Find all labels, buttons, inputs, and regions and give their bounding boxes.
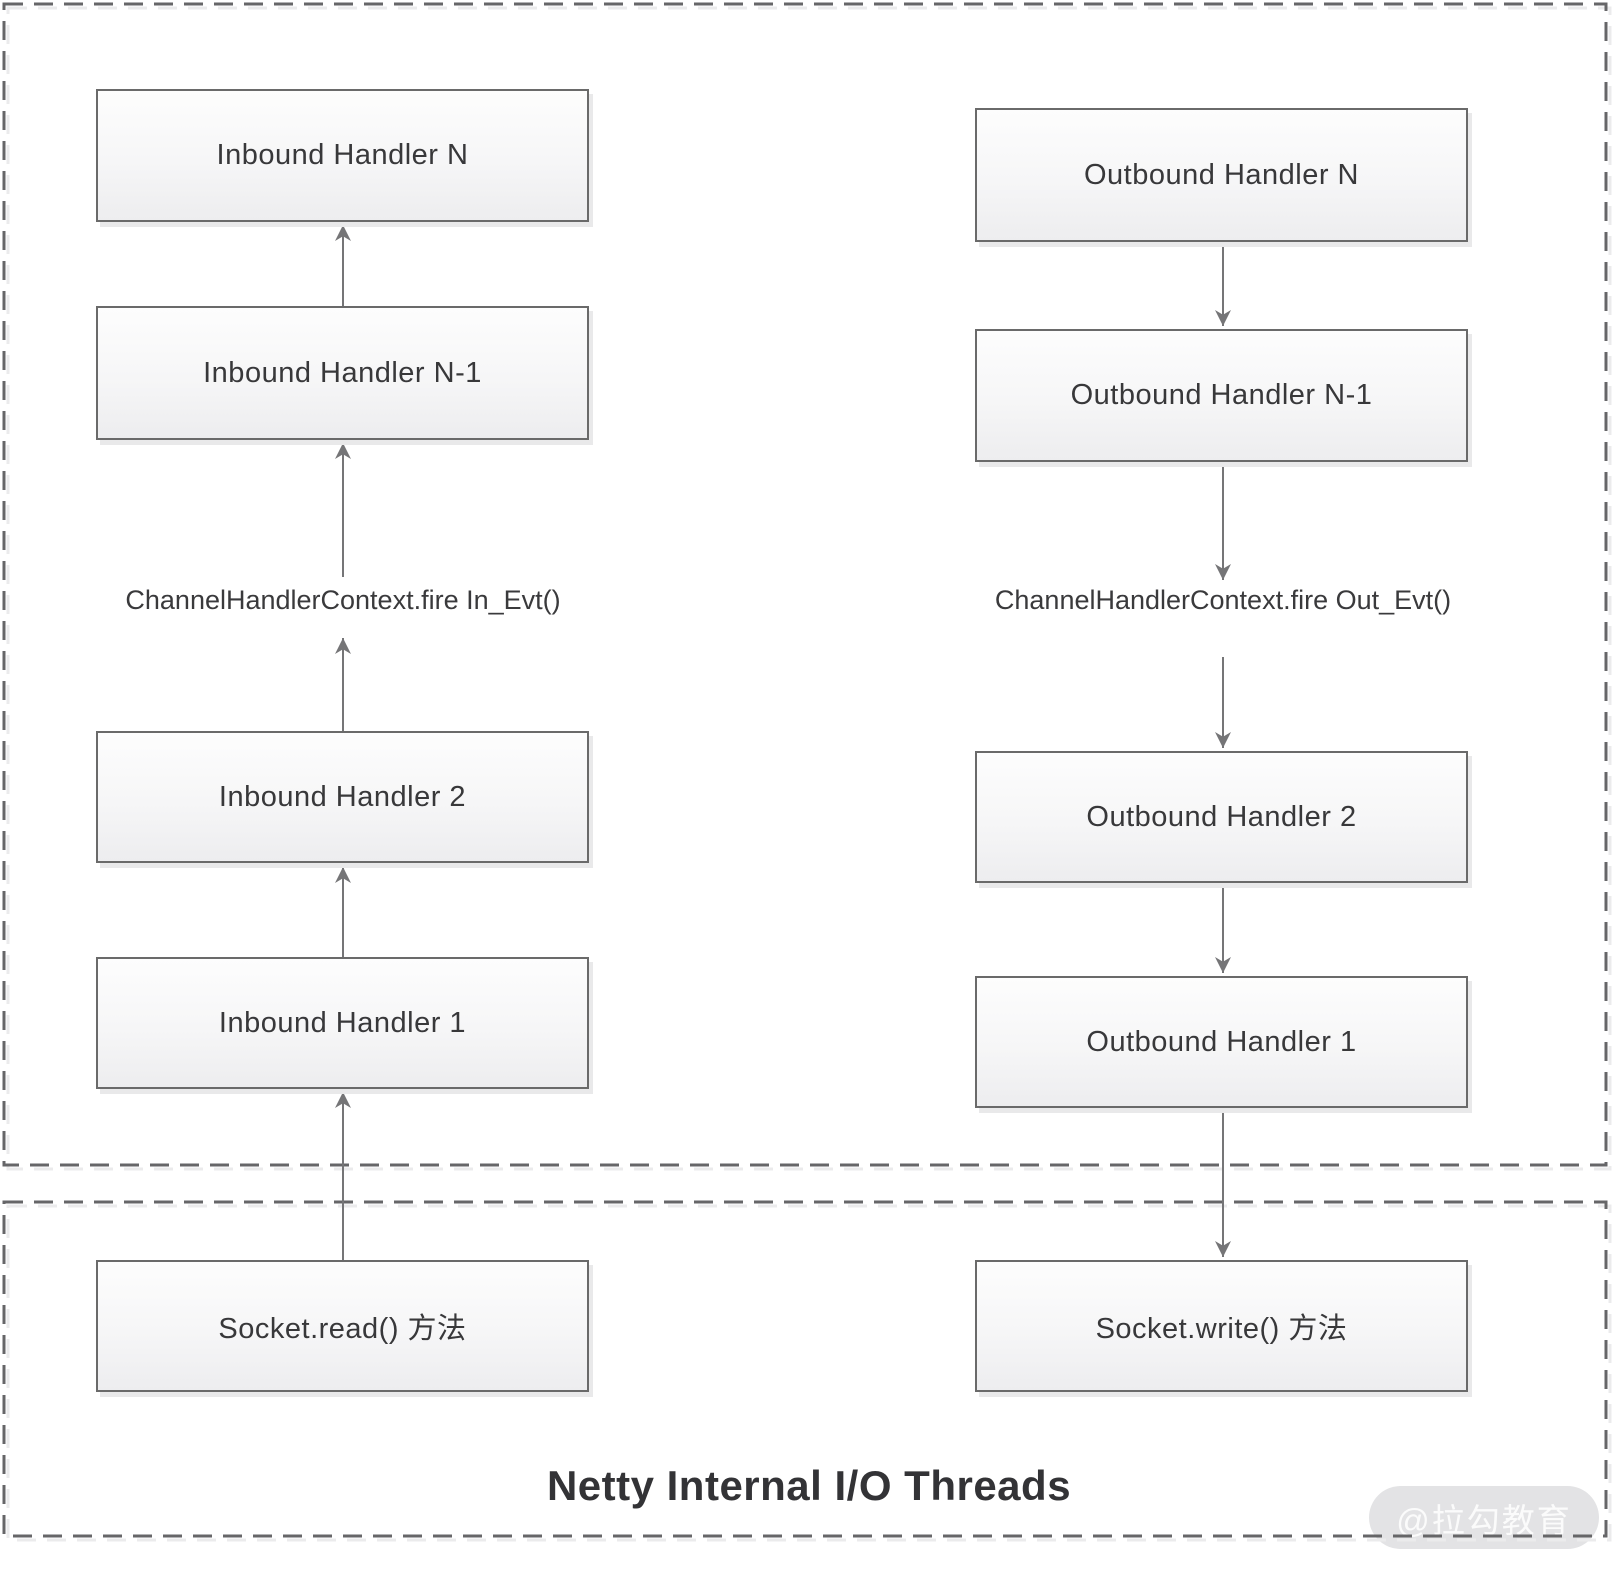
outbound-handler-1-box: Outbound Handler 1 — [975, 976, 1468, 1108]
inbound-handler-1-box: Inbound Handler 1 — [96, 957, 589, 1089]
diagram-title: Netty Internal I/O Threads — [546, 1462, 1072, 1509]
socket-write-label: Socket.write() 方法 — [1095, 1313, 1348, 1345]
inbound-handler-2-box: Inbound Handler 2 — [96, 731, 589, 863]
outbound-handler-n-box: Outbound Handler N — [975, 108, 1468, 242]
outbound-handler-n1-label: Outbound Handler N-1 — [1070, 379, 1373, 411]
io-threads-section-border — [2, 1200, 1608, 1538]
socket-read-label: Socket.read() 方法 — [218, 1313, 467, 1345]
inbound-handler-2-label: Inbound Handler 2 — [218, 780, 467, 813]
inbound-handler-1-label: Inbound Handler 1 — [218, 1006, 467, 1039]
outbound-handler-1-label: Outbound Handler 1 — [1086, 1025, 1357, 1058]
inbound-handler-n1-box: Inbound Handler N-1 — [96, 306, 589, 440]
outbound-handler-n1-box: Outbound Handler N-1 — [975, 329, 1468, 462]
io-threads-section-border-shadow — [6, 1204, 1612, 1542]
inbound-handler-n-box: Inbound Handler N — [96, 89, 589, 222]
socket-write-box: Socket.write() 方法 — [975, 1260, 1468, 1392]
outbound-handler-2-box: Outbound Handler 2 — [975, 751, 1468, 883]
watermark-text: @拉勾教育 — [1396, 1501, 1572, 1539]
inbound-fire-event-label: ChannelHandlerContext.fire In_Evt() — [125, 585, 561, 615]
inbound-handler-n1-label: Inbound Handler N-1 — [203, 356, 482, 389]
outbound-handler-n-label: Outbound Handler N — [1084, 158, 1359, 191]
socket-read-box: Socket.read() 方法 — [96, 1260, 589, 1392]
outbound-fire-event-label: ChannelHandlerContext.fire Out_Evt() — [994, 585, 1452, 615]
inbound-handler-n-label: Inbound Handler N — [216, 139, 469, 171]
outbound-handler-2-label: Outbound Handler 2 — [1086, 800, 1357, 833]
